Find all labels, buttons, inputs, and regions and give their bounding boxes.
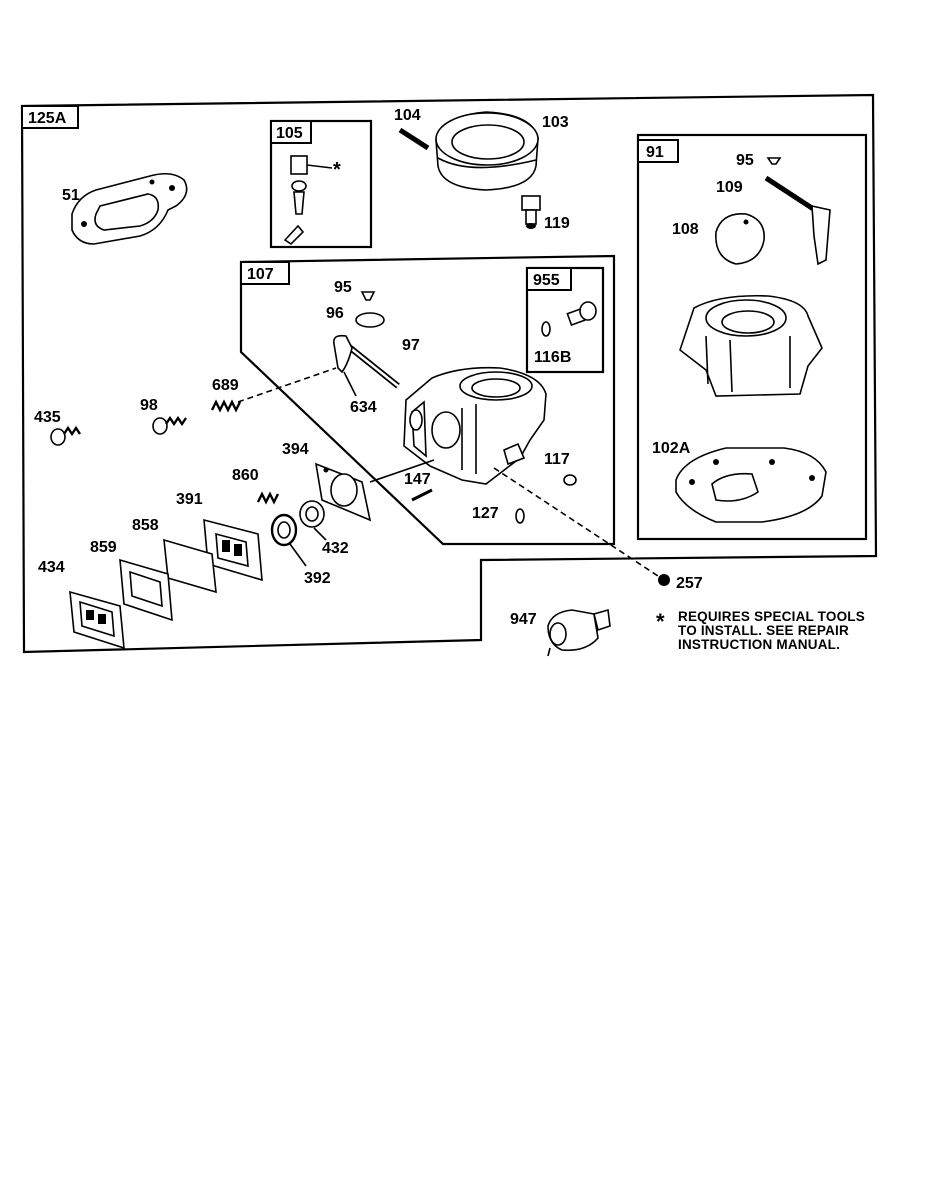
label-51: 51 xyxy=(62,187,80,204)
label-98: 98 xyxy=(140,397,158,414)
note-star: * xyxy=(656,609,665,634)
part-859-gasket xyxy=(119,558,173,622)
label-257: 257 xyxy=(676,575,703,592)
part-434-cover xyxy=(69,590,125,650)
label-434: 434 xyxy=(38,559,65,576)
label-394: 394 xyxy=(282,441,309,458)
part-435-screw xyxy=(50,425,81,446)
part-95-screw xyxy=(360,291,376,301)
part-51-gasket xyxy=(71,172,188,245)
label-435: 435 xyxy=(34,409,61,426)
box-107-tab xyxy=(240,261,290,285)
label-391: 391 xyxy=(176,491,203,508)
inlet-needle-parts: * xyxy=(283,155,341,246)
carburetor-body xyxy=(403,366,547,485)
label-95-top: 95 xyxy=(736,152,754,169)
box-955-tab xyxy=(526,267,572,291)
label-97: 97 xyxy=(402,337,420,354)
part-947-solenoid xyxy=(547,608,611,657)
inset-105-frame xyxy=(269,119,373,249)
part-432-seal xyxy=(299,500,325,528)
inset-91-frame xyxy=(636,133,868,541)
note-line-2: TO INSTALL. SEE REPAIR xyxy=(678,623,849,638)
part-98-screw xyxy=(152,415,187,435)
part-860-spring xyxy=(256,491,280,505)
note-line-3: INSTRUCTION MANUAL. xyxy=(678,637,840,652)
label-116b: 116B xyxy=(534,349,571,366)
label-117: 117 xyxy=(544,451,570,468)
part-117-plug xyxy=(563,474,577,486)
part-96-washer xyxy=(355,312,385,328)
label-634: 634 xyxy=(350,399,377,416)
box-label-955: 955 xyxy=(533,272,560,289)
part-102a-gasket xyxy=(675,447,827,523)
part-955-screw xyxy=(541,301,597,337)
part-689-spring xyxy=(210,399,242,413)
part-858-diaphragm xyxy=(163,538,217,594)
label-858: 858 xyxy=(132,517,159,534)
label-860: 860 xyxy=(232,467,259,484)
label-432: 432 xyxy=(322,540,349,557)
part-103-float xyxy=(435,111,539,191)
part-119-screw xyxy=(521,195,541,229)
box-label-91: 91 xyxy=(646,144,664,161)
label-103: 103 xyxy=(542,114,569,131)
label-689: 689 xyxy=(212,377,239,394)
part-104-pin xyxy=(398,127,430,151)
box-105-tab xyxy=(270,120,312,144)
box-125a-tab xyxy=(21,105,79,129)
label-96: 96 xyxy=(326,305,344,322)
part-392-cup xyxy=(270,513,298,547)
part-127-oring xyxy=(515,508,525,524)
label-108: 108 xyxy=(672,221,699,238)
box-label-105: 105 xyxy=(276,125,303,142)
label-109: 109 xyxy=(716,179,743,196)
label-104: 104 xyxy=(394,107,421,124)
label-102a: 102A xyxy=(652,440,691,457)
label-147: 147 xyxy=(404,471,431,488)
part-95-screw-top xyxy=(766,157,782,165)
part-147-screw xyxy=(411,488,433,502)
box-label-125a: 125A xyxy=(28,110,67,127)
note-line-1: REQUIRES SPECIAL TOOLS xyxy=(678,609,865,624)
upper-body xyxy=(679,294,823,397)
inset-107-frame xyxy=(239,254,616,546)
label-119: 119 xyxy=(544,215,570,232)
part-257-screw xyxy=(658,574,670,586)
label-127: 127 xyxy=(472,505,499,522)
part-108-plate xyxy=(715,213,765,265)
label-947: 947 xyxy=(510,611,537,628)
box-label-107: 107 xyxy=(247,266,274,283)
part-394-gasket xyxy=(314,462,372,522)
label-95: 95 xyxy=(334,279,352,296)
svg-text:*: * xyxy=(333,159,341,181)
part-391-pump-body xyxy=(203,518,263,582)
label-859: 859 xyxy=(90,539,117,556)
main-frame xyxy=(20,93,878,654)
part-109-shaft xyxy=(764,175,831,266)
label-392: 392 xyxy=(304,570,331,587)
box-91-tab xyxy=(637,139,679,163)
part-97-shaft xyxy=(332,334,400,389)
